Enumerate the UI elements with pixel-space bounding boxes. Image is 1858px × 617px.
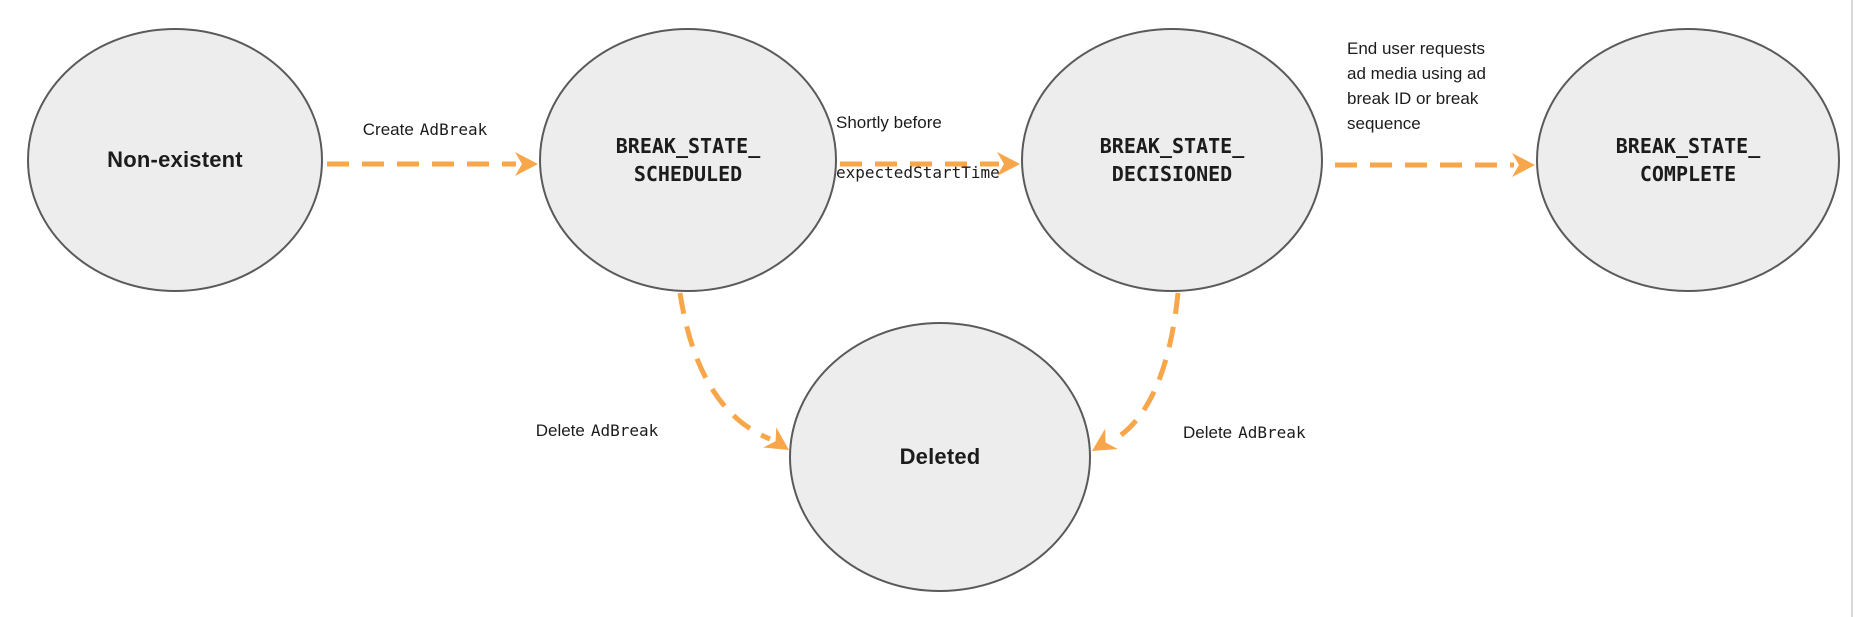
node-break-state-decisioned-circle [1021,28,1323,292]
edge-delete-from-decisioned-arrow [1110,292,1181,444]
edge-label-end-user-request: End user requests ad media using ad brea… [1347,39,1486,133]
edge-label-create-adbreak: Create AdBreak [363,92,487,142]
edge-create-arrowhead-icon [515,152,538,176]
edge-delete-from-scheduled-arrow [677,292,771,442]
edge-delete-from-decisioned-arrowhead-icon [1092,428,1118,451]
edge-label-shortly-before-plain: Shortly before [836,113,942,132]
edge-label-delete-left-code: AdBreak [590,421,659,440]
edge-label-delete-adbreak-left: Delete AdBreak [536,393,659,443]
node-label-break-state-scheduled: BREAK_STATE_ SCHEDULED [615,134,761,186]
node-deleted-circle [789,322,1091,592]
edge-label-delete-right-code: AdBreak [1238,423,1306,442]
edge-label-delete-adbreak-right: Delete AdBreak [1183,395,1306,445]
node-break-state-complete-circle [1536,28,1840,292]
edge-end-user-arrowhead-icon [1512,153,1535,177]
edge-delete-from-scheduled-arrowhead-icon [763,427,789,450]
node-label-break-state-complete: BREAK_STATE_ COMPLETE [1615,134,1761,186]
node-label-deleted: Deleted [899,444,981,469]
edge-label-shortly-before: Shortly before expectedStartTime [836,85,1000,210]
edge-shortly-before-arrowhead-icon [997,152,1020,176]
edge-label-shortly-before-code: expectedStartTime [836,163,1000,182]
edge-label-delete-left-plain: Delete [535,421,585,440]
node-non-existent-circle [27,28,323,292]
edge-label-delete-right-plain: Delete [1183,423,1233,442]
node-label-non-existent: Non-existent [107,147,243,172]
edge-label-create-code: AdBreak [419,120,488,139]
edge-label-create-plain: Create [362,120,414,139]
node-break-state-scheduled-circle [539,28,837,292]
node-label-break-state-decisioned: BREAK_STATE_ DECISIONED [1099,134,1245,186]
